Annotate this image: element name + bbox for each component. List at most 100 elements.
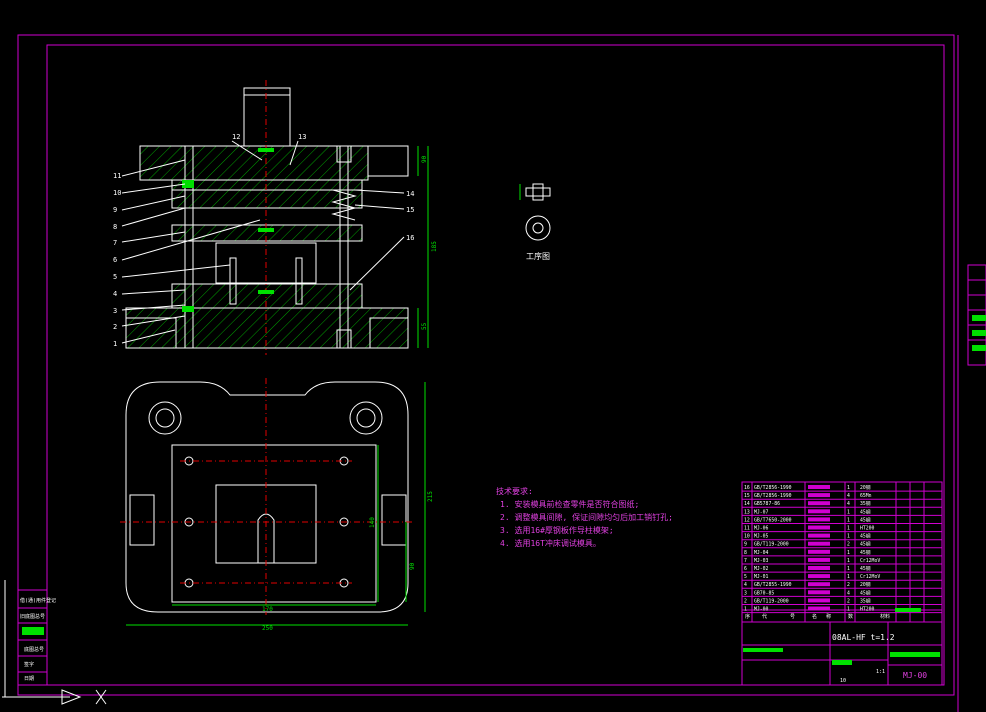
sheet-frame [17,34,986,712]
plan-dim-inner-width: 170 [262,606,273,613]
part-label: 14 [406,190,414,198]
bom-header-cell: 代 [762,613,767,620]
part-label: 8 [113,223,117,231]
part-label: 15 [406,206,414,214]
part-label: 10 [113,189,121,197]
scale-value: 1:1 [876,669,885,675]
part-label: 5 [113,273,117,281]
bom-name-fill [808,533,830,538]
bom-name-fill [808,582,830,587]
bom-name-fill [808,598,830,603]
bom-qty: 4 [847,493,850,499]
bom-qty: 1 [847,517,850,523]
bom-qty: 1 [847,558,850,564]
bom-material: HT200 [860,607,875,613]
bom-material: 45钢 [860,508,871,515]
section-dim-height: 185 [431,241,438,252]
bom-no: 3 [744,590,747,596]
left-block-label-1: 旧底图总号 [20,613,45,620]
bom-code: GB/T2855-1990 [754,582,792,588]
bom-material: Cr12MoV [860,558,880,564]
bom-qty: 1 [847,574,850,580]
plan-dim-outer-width: 250 [262,625,273,632]
bom-qty: 1 [847,509,850,515]
bom-code: GB/T7650-2000 [754,517,792,523]
bom-code: GB/T119-2000 [754,542,789,548]
bom-no: 5 [744,574,747,580]
bom-no: 9 [744,542,747,548]
title-block: 08AL-HF t=1.2 MJ-00 1:1 10 [741,481,943,686]
bom-name-fill [808,541,830,546]
bom-code: GB70-85 [754,590,774,596]
material-spec: 08AL-HF t=1.2 [832,633,895,642]
bom-qty: 1 [847,566,850,572]
bom-no: 14 [744,501,750,507]
bom-header-cell: 序 [745,613,750,620]
bom-name-fill [808,501,830,506]
part-label: 11 [113,172,121,180]
workpiece-caption: 工序图 [526,251,550,261]
bom-qty: 2 [847,598,850,604]
part-label: 12 [232,133,240,141]
bom-qty: 4 [847,501,850,507]
bom-material: 45钢 [860,565,871,572]
bom-material: 65Mn [860,493,872,499]
bom-qty: 1 [847,550,850,556]
tech-item: 4. 选用16T冲床调试模具。 [500,538,601,548]
bom-name-fill [808,590,830,595]
part-label: 16 [406,234,414,242]
bom-material: Cr12MoV [860,574,880,580]
bom-code: GB/T119-2000 [754,598,789,604]
section-dim-base: 55 [421,322,428,330]
tech-item: 3. 选用16#厚钢板作导柱模架; [500,525,614,535]
plan-view [120,378,412,615]
bom-name-fill [808,517,830,522]
leaders-left [121,159,261,344]
bom-code: MJ-00 [754,607,769,613]
bom-name-fill [808,574,830,579]
bom-code: MJ-03 [754,558,769,564]
bom-code: MJ-04 [754,550,769,556]
bom-header-cell: 号 [790,614,795,620]
tech-item: 2. 调整模具间隙, 保证间隙均匀后加工销钉孔; [500,512,673,522]
workpiece-sketch: 工序图 [519,183,551,261]
bom-header-cell: 数 [848,613,853,620]
bom-qty: 1 [847,607,850,613]
bom-material: 45钢 [860,516,871,523]
bom-qty: 1 [847,485,850,491]
bom-code: GB/T2856-1990 [754,485,792,491]
bom-material: HT200 [860,526,875,532]
bom-no: 13 [744,509,750,515]
section-view [125,80,409,355]
bom-name-fill [808,606,830,611]
part-label: 13 [298,133,306,141]
part-label: 4 [113,290,117,298]
part-label: 7 [113,239,117,247]
tech-item: 1. 安装模具前检查零件是否符合图纸; [500,499,639,509]
left-block-label-4: 日期 [24,676,34,682]
left-block-label-0: 借(通)用件登记 [20,597,56,604]
sheet-value: 10 [840,678,846,684]
bom-header: 序代号名称数材料 [745,613,890,620]
bom-code: MJ-05 [754,534,769,540]
part-label: 1 [113,340,117,348]
plan-dim-inner-height: 140 [369,517,376,528]
bom-name-fill [808,509,830,514]
section-dim-top: 90 [421,155,428,163]
part-label: 6 [113,256,117,264]
bom-name-fill [808,493,830,498]
bom-header-cell: 名 [812,613,817,620]
tech-title: 技术要求: [496,486,533,496]
left-block-label-3: 签字 [24,661,34,668]
drawing-number: MJ-00 [903,671,927,680]
bom-material: 45钢 [860,533,871,540]
bom-no: 7 [744,558,747,564]
bom-no: 11 [744,526,750,532]
right-edge-block [968,279,986,351]
bom-no: 6 [744,566,747,572]
bom-material: 45钢 [860,541,871,548]
bom-material: 35钢 [860,597,871,604]
bom-name-fill [808,557,830,562]
bom-no: 15 [744,493,750,499]
